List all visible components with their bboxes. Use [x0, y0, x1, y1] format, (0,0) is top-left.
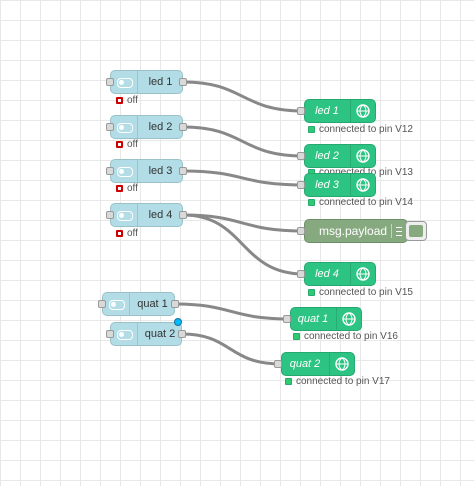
node-label: quat 2 — [289, 358, 321, 370]
node-label: quat 1 — [137, 298, 168, 310]
debug-toggle-button[interactable] — [405, 221, 427, 241]
node-label: led 1 — [148, 76, 173, 88]
status-off-icon — [116, 141, 123, 148]
node-status: off — [116, 228, 138, 240]
blynk-node-led-2[interactable]: led 2 — [297, 144, 376, 168]
node-status: off — [116, 139, 138, 151]
status-connected-icon — [293, 333, 300, 340]
input-port[interactable] — [106, 167, 114, 175]
globe-icon — [350, 174, 375, 196]
node-changed-indicator — [174, 318, 182, 326]
output-port[interactable] — [171, 300, 179, 308]
node-status: off — [116, 183, 138, 195]
input-port[interactable] — [297, 227, 305, 235]
node-label: led 4 — [315, 268, 339, 280]
output-port[interactable] — [179, 123, 187, 131]
node-status: connected to pin V16 — [293, 331, 398, 343]
node-label: msg.payload — [319, 224, 388, 238]
input-port[interactable] — [297, 107, 305, 115]
node-status: connected to pin V14 — [308, 197, 413, 209]
input-port[interactable] — [274, 360, 282, 368]
status-off-icon — [116, 185, 123, 192]
globe-icon — [329, 353, 354, 375]
status-off-icon — [116, 97, 123, 104]
wire-quat2-to-blynk-quat2[interactable] — [181, 332, 282, 366]
wire-led2-to-blynk-led2[interactable] — [182, 125, 305, 158]
output-port[interactable] — [179, 167, 187, 175]
input-port[interactable] — [283, 315, 291, 323]
node-status: connected to pin V15 — [308, 287, 413, 299]
status-connected-icon — [308, 289, 315, 296]
toggle-switch-icon — [103, 293, 130, 315]
node-label: led 3 — [148, 165, 173, 177]
blynk-node-led-1[interactable]: led 1 — [297, 99, 376, 123]
blynk-node-quat-1[interactable]: quat 1 — [283, 307, 362, 331]
wire-led3-to-blynk-led3[interactable] — [182, 169, 305, 187]
input-port[interactable] — [297, 152, 305, 160]
toggle-switch-icon — [111, 323, 138, 345]
switch-node-led-2[interactable]: led 2 — [106, 115, 187, 139]
status-off-icon — [116, 230, 123, 237]
switch-node-quat-1[interactable]: quat 1 — [98, 292, 179, 316]
node-label: quat 2 — [144, 328, 176, 340]
switch-node-led-3[interactable]: led 3 — [106, 159, 187, 183]
toggle-switch-icon — [111, 160, 138, 182]
globe-icon — [350, 263, 375, 285]
debug-node-msg-payload[interactable]: msg.payload — [297, 219, 427, 243]
node-label: led 3 — [315, 179, 339, 191]
globe-icon — [350, 145, 375, 167]
input-port[interactable] — [106, 123, 114, 131]
input-port[interactable] — [297, 270, 305, 278]
status-connected-icon — [308, 126, 315, 133]
output-port[interactable] — [179, 78, 187, 86]
toggle-switch-icon — [111, 116, 138, 138]
input-port[interactable] — [98, 300, 106, 308]
node-status: connected to pin V12 — [308, 124, 413, 136]
node-label: led 4 — [148, 209, 173, 221]
switch-node-led-1[interactable]: led 1 — [106, 70, 187, 94]
switch-node-led-4[interactable]: led 4 — [106, 203, 187, 227]
node-label: led 2 — [315, 150, 339, 162]
input-port[interactable] — [297, 181, 305, 189]
wire-led4-to-blynk-led4[interactable] — [182, 213, 305, 276]
input-port[interactable] — [106, 211, 114, 219]
blynk-node-led-3[interactable]: led 3 — [297, 173, 376, 197]
blynk-node-led-4[interactable]: led 4 — [297, 262, 376, 286]
output-port[interactable] — [178, 330, 186, 338]
status-connected-icon — [285, 378, 292, 385]
list-icon — [391, 224, 404, 238]
globe-icon — [350, 100, 375, 122]
wire-led1-to-blynk-led1[interactable] — [182, 80, 305, 113]
globe-icon — [336, 308, 361, 330]
toggle-switch-icon — [111, 204, 138, 226]
input-port[interactable] — [106, 330, 114, 338]
node-label: led 1 — [315, 105, 339, 117]
node-status: connected to pin V17 — [285, 376, 390, 388]
blynk-node-quat-2[interactable]: quat 2 — [274, 352, 355, 376]
output-port[interactable] — [179, 211, 187, 219]
node-label: quat 1 — [297, 313, 329, 325]
status-connected-icon — [308, 199, 315, 206]
node-label: led 2 — [148, 121, 173, 133]
node-status: off — [116, 95, 138, 107]
toggle-switch-icon — [111, 71, 138, 93]
input-port[interactable] — [106, 78, 114, 86]
wire-quat1-to-blynk-quat1[interactable] — [174, 302, 291, 321]
switch-node-quat-2[interactable]: quat 2 — [106, 322, 186, 346]
